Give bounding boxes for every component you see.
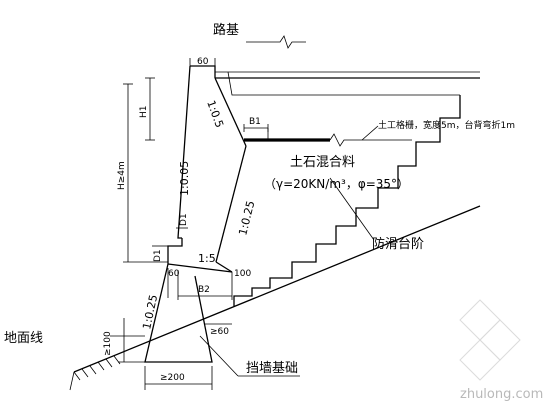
fill-params-label: （γ=20KN/m³，φ=35°）	[264, 177, 409, 191]
wall-toe-step	[167, 238, 183, 264]
watermark-text: zhulong.com	[460, 387, 543, 402]
roadbed-label: 路基	[213, 22, 239, 38]
dim-base-200: ≥200	[160, 373, 185, 383]
dim-d1-upper: D1	[179, 213, 189, 226]
ground-hatch	[73, 355, 121, 381]
dim-embed-100: ≥100	[103, 331, 113, 356]
foundation-label: 挡墙基础	[246, 361, 298, 376]
dim-h1: H1	[139, 106, 149, 119]
geogrid-label: 土工格栅，宽度5m，台背弯折1m	[378, 119, 515, 131]
ground-edge	[69, 371, 75, 391]
anti-slide-steps	[233, 95, 461, 306]
geogrid-break	[329, 133, 412, 147]
break-arrow	[246, 35, 306, 49]
dim-heel-100: 100	[234, 269, 251, 279]
steps-leader	[329, 177, 375, 241]
geogrid-leader	[361, 125, 379, 141]
dim-step-60: ≥60	[210, 327, 229, 337]
wall-heel	[215, 261, 233, 273]
dim-d1-lower: D1	[153, 249, 163, 262]
dim-h-total: H≥4m	[117, 161, 127, 190]
wall-front-face	[177, 65, 191, 239]
foundation-leader	[199, 335, 239, 377]
dim-b2: B2	[198, 285, 210, 295]
slope-base: 1:5	[198, 252, 216, 265]
dim-b1: B1	[249, 117, 261, 127]
wall-cap-top	[190, 65, 216, 78]
dim-top-width: 60	[197, 57, 209, 67]
watermark-logo	[459, 299, 521, 381]
dim-toe-60: 60	[168, 269, 180, 279]
wall-base	[167, 263, 233, 273]
wall-back-face	[215, 145, 247, 263]
slope-cap: 1:0.5	[204, 99, 226, 130]
slope-back: 1:0.25	[236, 199, 257, 236]
slope-face: 1:0.05	[178, 161, 191, 196]
wall-cap-slope	[214, 77, 247, 147]
fill-material-label: 土石混合料	[290, 155, 355, 170]
anti-slide-label: 防滑台阶	[372, 236, 424, 252]
pavement-layer	[227, 71, 460, 96]
ground-line	[73, 205, 481, 373]
ground-line-label: 地面线	[4, 331, 43, 346]
